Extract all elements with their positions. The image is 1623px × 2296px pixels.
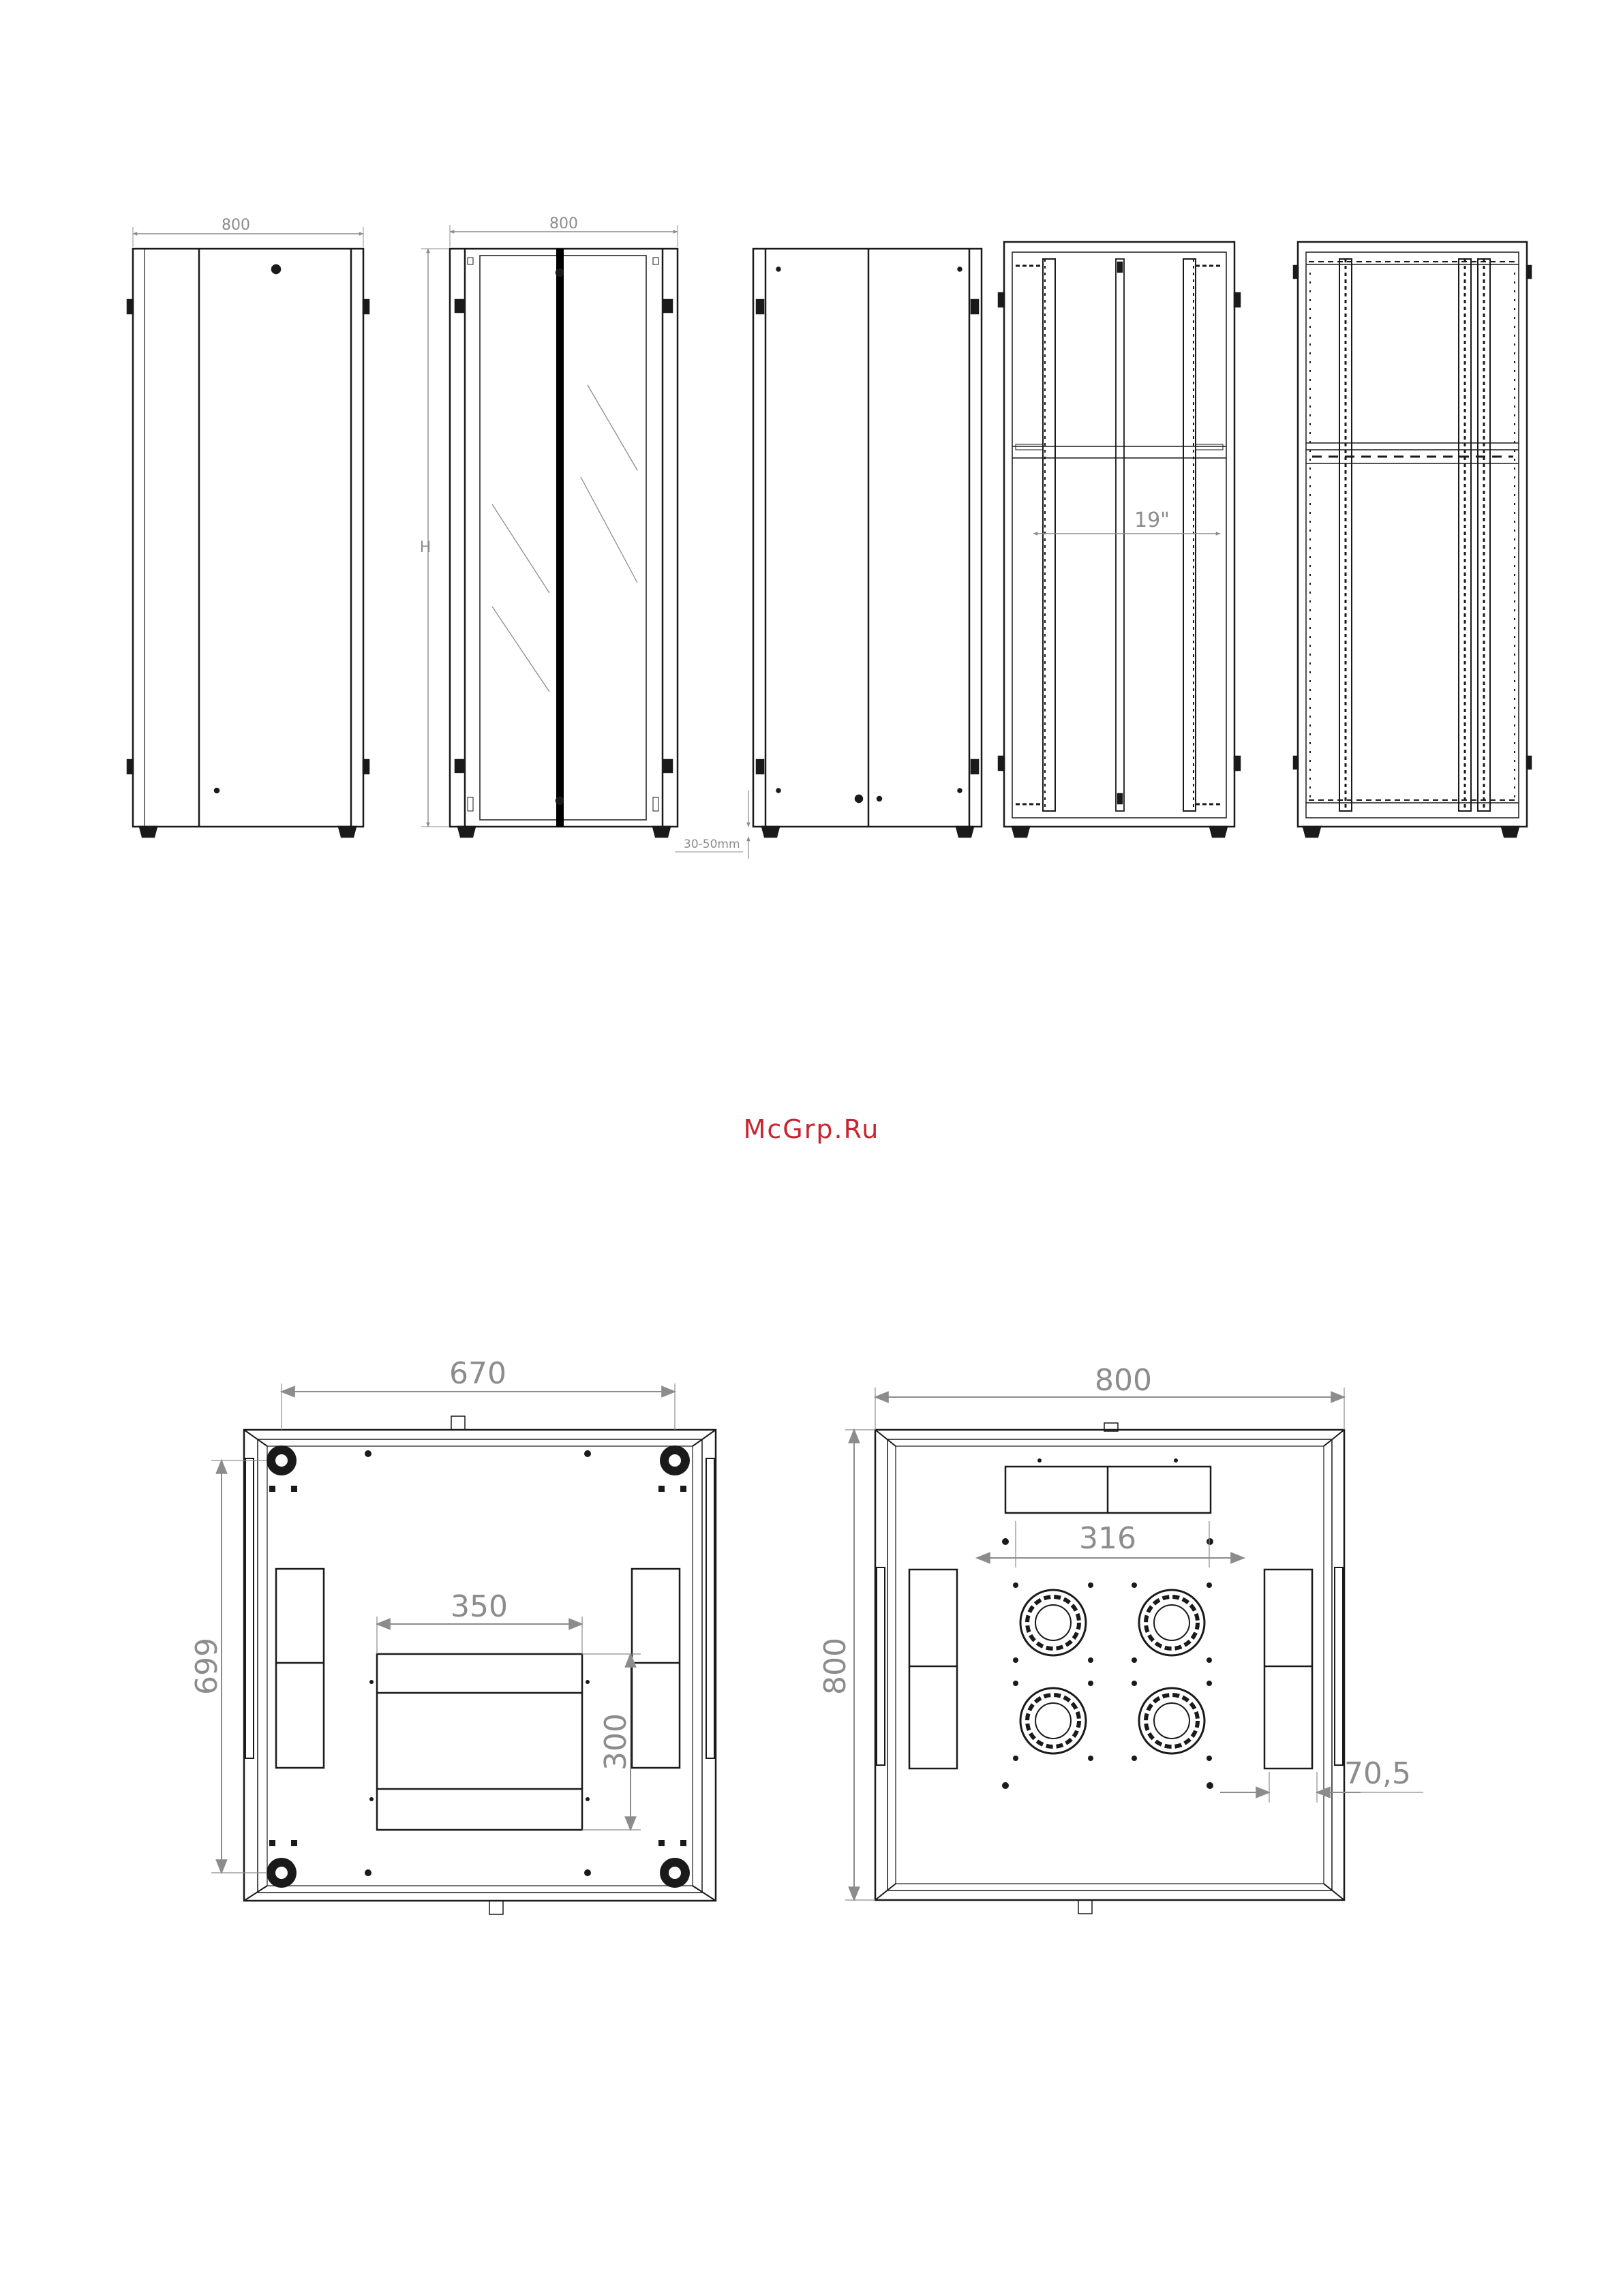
rack-19-inch-label: 19" [1134,508,1170,532]
bottom-width-label: 670 [449,1356,506,1391]
feet-label: 30-50mm [684,838,740,851]
top-depth-dimension: 800 [818,1430,875,1900]
cutout-depth-label: 300 [598,1713,633,1771]
fan-bottom-right [1139,1688,1204,1754]
feet-dimension: 30-50mm [675,791,748,859]
rear-view-solid-doors [753,249,982,837]
height-dimension: H [420,249,449,827]
glass-width-dimension: 800 [450,215,678,247]
front-width-label: 800 [222,217,250,234]
top-depth-label: 800 [818,1638,853,1695]
fan-bottom-left [1020,1688,1086,1754]
cutout-width-dimension: 350 [377,1589,582,1654]
fan-top-right [1139,1590,1204,1655]
side-frame-view [1294,242,1531,837]
fan-spacing-dimension: 316 [977,1521,1244,1567]
front-view-solid-door [127,249,369,837]
watermark-text: McGrp.Ru [0,1114,1623,1144]
bottom-plan-view [244,1416,716,1914]
front-width-dimension: 800 [133,217,363,247]
front-view-glass-door [450,249,678,837]
bottom-depth-dimension: 699 [189,1460,266,1873]
offset-label: 70,5 [1344,1756,1411,1791]
door-center-handle-strip [556,249,564,827]
rack-19-inch-dimension: 19" [1033,508,1220,534]
height-label: H [420,539,431,556]
cutout-width-label: 350 [451,1589,508,1624]
top-plan-view [875,1423,1344,1914]
glass-width-label: 800 [549,215,578,232]
offset-dimension: 70,5 [1220,1756,1423,1803]
fan-top-left [1020,1590,1086,1655]
bottom-depth-label: 699 [189,1638,224,1695]
top-width-dimension: 800 [875,1363,1344,1430]
bottom-width-dimension: 670 [282,1356,675,1430]
top-width-label: 800 [1095,1363,1152,1398]
fan-spacing-label: 316 [1079,1521,1136,1556]
frame-view-19-inch [999,242,1240,837]
